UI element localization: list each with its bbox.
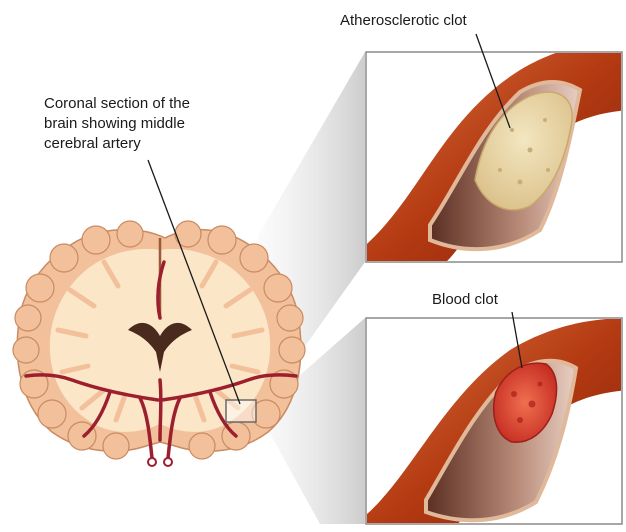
label-coronal-line-1: Coronal section of the: [44, 94, 190, 114]
inset-atherosclerotic: [360, 40, 626, 275]
artery-highlight-box: [226, 400, 256, 422]
brain-coronal-section: [13, 221, 305, 466]
label-coronal-section: Coronal section of the brain showing mid…: [44, 94, 190, 154]
label-coronal-line-2: brain showing middle: [44, 114, 190, 134]
inset-blood-clot: [360, 318, 626, 532]
label-atherosclerotic-clot: Atherosclerotic clot: [340, 11, 467, 31]
label-coronal-line-3: cerebral artery: [44, 134, 190, 154]
label-blood-clot: Blood clot: [432, 290, 498, 310]
